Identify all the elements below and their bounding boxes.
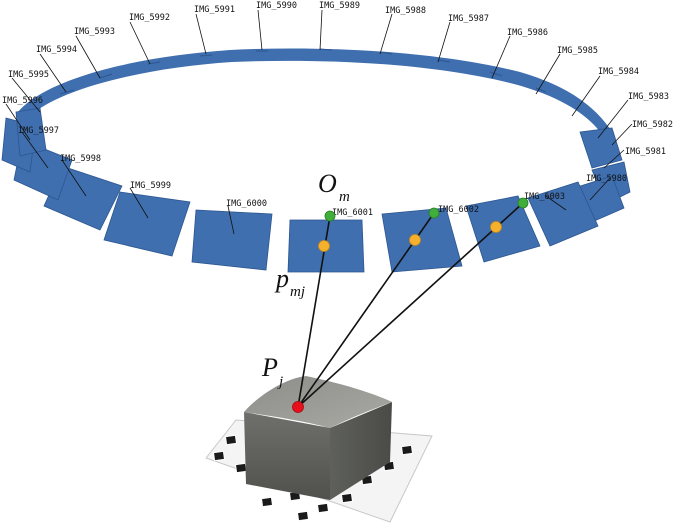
board-marker — [224, 434, 238, 446]
board-marker — [260, 496, 274, 508]
camera-label: IMG_5997 — [18, 126, 59, 136]
image-point — [409, 234, 421, 246]
camera-label: IMG_5999 — [130, 181, 171, 191]
camera-center-point — [324, 210, 336, 222]
camera-label: IMG_6002 — [438, 205, 479, 215]
camera-label: IMG_5988 — [385, 6, 426, 16]
camera-label: IMG_5980 — [586, 174, 627, 184]
image-point — [490, 221, 502, 233]
label-leaders — [5, 9, 633, 235]
board-marker — [400, 444, 414, 456]
symbol-base: O — [318, 169, 337, 198]
camera-plane-img-6000 — [191, 209, 273, 271]
object-block — [244, 376, 392, 500]
camera-label: IMG_5992 — [129, 13, 170, 23]
board-marker — [234, 462, 248, 474]
camera-label: IMG_5982 — [632, 120, 673, 130]
camera-plane-left-b — [15, 107, 47, 157]
board-markers — [212, 434, 414, 522]
object-block-top — [244, 376, 392, 428]
camera-plane-img-6002 — [381, 207, 463, 273]
board-marker — [212, 450, 226, 462]
object-point — [292, 401, 304, 413]
camera-label: IMG_6003 — [524, 192, 565, 202]
symbol-subscript: mj — [290, 284, 305, 300]
camera-label: IMG_5993 — [74, 27, 115, 37]
camera-label: IMG_5984 — [598, 67, 639, 77]
symbol-base: p — [274, 264, 289, 293]
camera-centers — [324, 197, 529, 222]
symbol-object-point: P j — [261, 353, 283, 390]
board-marker — [340, 492, 354, 504]
camera-label: IMG_5991 — [194, 5, 235, 15]
camera-plane-img-6003 — [527, 181, 599, 247]
camera-label: IMG_5994 — [36, 45, 77, 55]
camera-ring-back — [18, 48, 614, 140]
camera-ring-back-band — [18, 48, 614, 140]
camera-labels: IMG_5980 IMG_5981 IMG_5982 IMG_5983 IMG_… — [2, 1, 673, 218]
board-marker — [316, 502, 330, 514]
projection-ray — [297, 202, 524, 408]
camera-label: IMG_6000 — [226, 199, 267, 209]
camera-label: IMG_5989 — [319, 1, 360, 11]
symbol-camera-center: O m — [318, 169, 350, 205]
symbol-subscript: m — [339, 189, 350, 205]
camera-label: IMG_6001 — [332, 208, 373, 218]
camera-label: IMG_5987 — [448, 14, 489, 24]
camera-label: IMG_5985 — [557, 46, 598, 56]
camera-center-point — [428, 207, 440, 219]
image-points — [318, 221, 502, 252]
camera-label: IMG_5998 — [60, 154, 101, 164]
camera-label: IMG_5996 — [2, 96, 43, 106]
camera-plane-img-5999 — [103, 191, 191, 257]
board-marker — [296, 510, 310, 522]
camera-label: IMG_5983 — [628, 92, 669, 102]
camera-center-point — [517, 197, 529, 209]
object-block-front — [244, 412, 330, 500]
projection-ray — [297, 212, 435, 408]
image-point — [318, 240, 330, 252]
symbol-base: P — [261, 353, 278, 382]
camera-label: IMG_5995 — [8, 70, 49, 80]
object-block-right — [330, 402, 392, 500]
camera-plane-right-a — [579, 127, 623, 169]
camera-label: IMG_5986 — [507, 28, 548, 38]
camera-label: IMG_5981 — [625, 147, 666, 157]
camera-ring-front — [1, 107, 631, 273]
symbol-subscript: j — [277, 374, 283, 390]
symbol-image-point: p mj — [274, 264, 305, 300]
camera-label: IMG_5990 — [256, 1, 297, 11]
